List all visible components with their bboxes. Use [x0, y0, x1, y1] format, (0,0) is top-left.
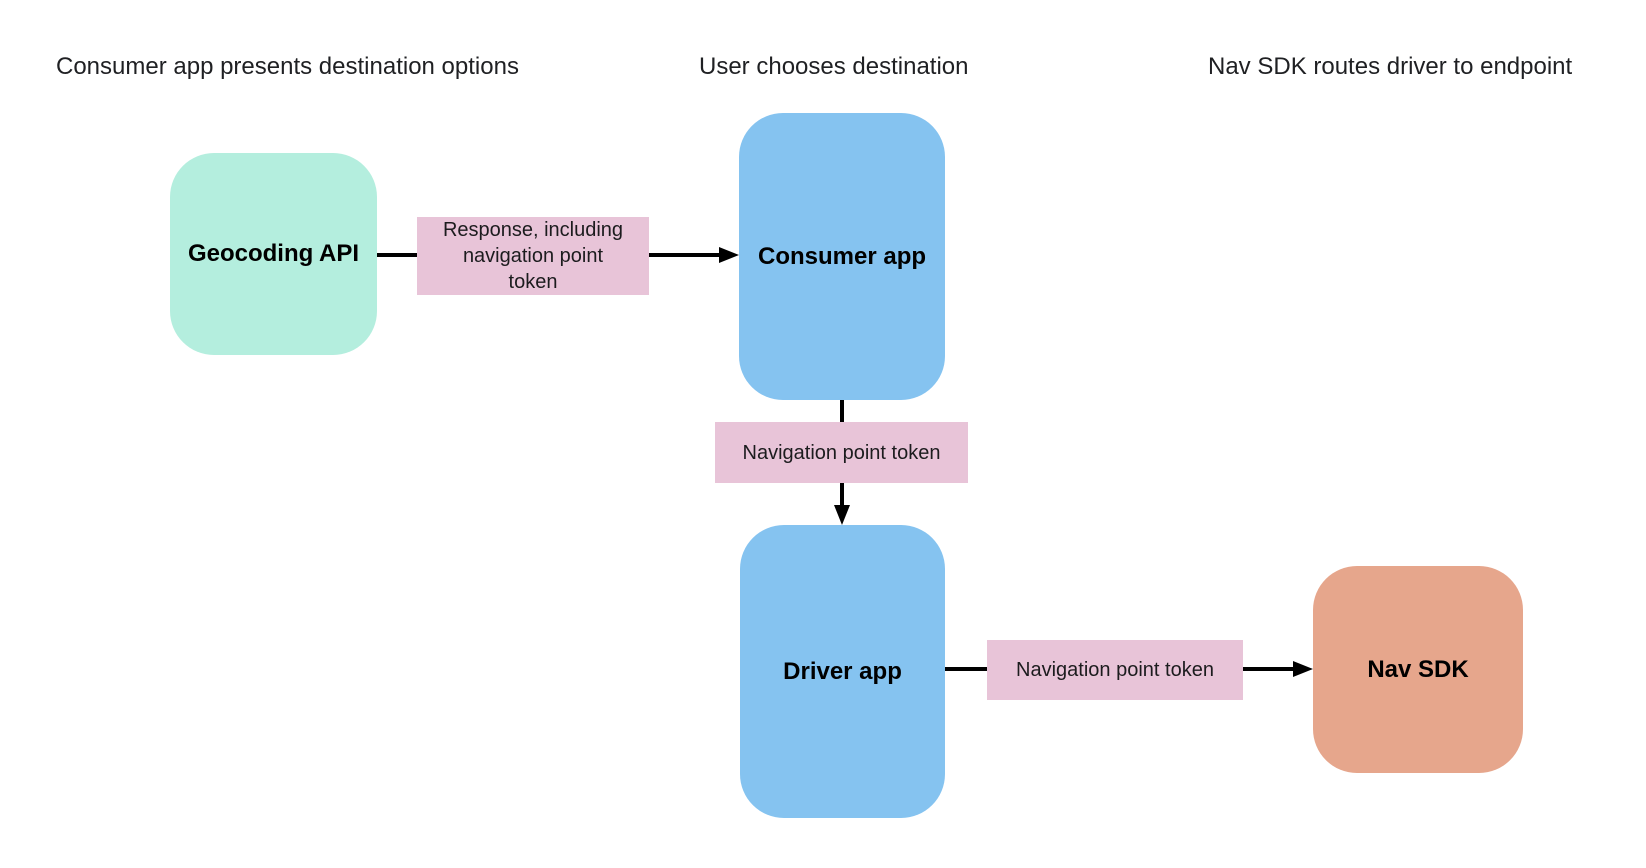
stage-heading-consumer-presents-options: Consumer app presents destination option…	[56, 53, 519, 80]
node-driver-app-label: Driver app	[783, 657, 902, 685]
arrow-label-to-navsdk-line	[1243, 667, 1295, 671]
arrow-geocoding-to-label-line	[377, 253, 417, 257]
node-nav-sdk: Nav SDK	[1313, 566, 1523, 773]
arrowhead-into-driver-app-icon	[834, 505, 850, 525]
arrow-consumer-to-label-line	[840, 400, 844, 422]
edge-label-navigation-point-token-vertical: Navigation point token	[715, 422, 968, 483]
arrow-label-to-consumer-line	[649, 253, 721, 257]
stage-heading-navsdk-routes-driver: Nav SDK routes driver to endpoint	[1208, 53, 1573, 80]
arrow-driver-to-label-line	[945, 667, 987, 671]
stage-heading-user-chooses-destination: User chooses destination	[699, 53, 969, 80]
arrowhead-into-nav-sdk-icon	[1293, 661, 1313, 677]
edge-label-response-including-token: Response, including navigation point tok…	[417, 217, 649, 295]
node-consumer-app-label: Consumer app	[757, 242, 927, 270]
arrowhead-into-consumer-app-icon	[719, 247, 739, 263]
node-driver-app: Driver app	[740, 525, 945, 818]
node-nav-sdk-label: Nav SDK	[1367, 655, 1469, 683]
arrow-label-to-driver-line	[840, 483, 844, 507]
node-geocoding-api-label: Geocoding API	[187, 240, 360, 267]
node-geocoding-api: Geocoding API	[170, 153, 377, 355]
edge-label-navigation-point-token-horizontal: Navigation point token	[987, 640, 1243, 700]
node-consumer-app: Consumer app	[739, 113, 945, 400]
